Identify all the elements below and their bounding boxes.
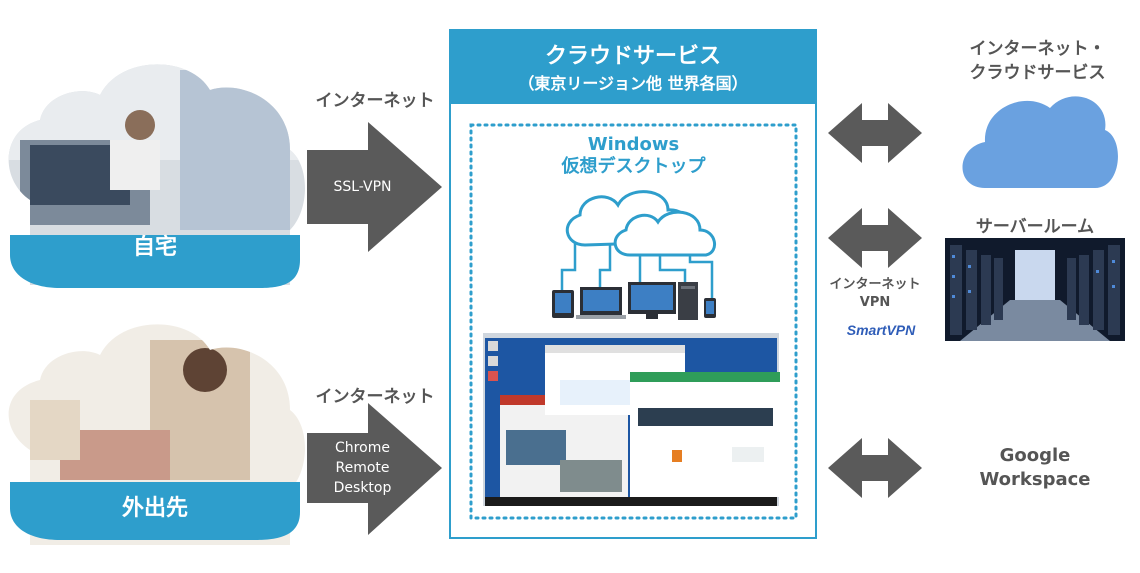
method-line-1: Chrome [335,440,390,456]
home-cloud-band [10,235,300,289]
server-room-photo [945,238,1125,341]
ssl-vpn-label: SSL-VPN [333,179,392,195]
vpn-link-label: インターネット VPN [815,276,935,312]
vdi-title-line2: 仮想デスクトップ [561,156,706,177]
internet-cloud-label: インターネット・ クラウドサービス [940,37,1135,85]
internet-double-arrow [828,103,922,163]
desktop-screenshot [483,333,780,506]
vdi-dotted-frame [469,123,798,520]
vpn-double-arrow [828,208,922,268]
vdi-network-illustration [552,190,716,320]
chrome-remote-arrow [307,403,442,535]
google-workspace-label: Google Workspace [945,444,1125,492]
outside-cloud-band [10,482,300,540]
google-line2: Workspace [979,469,1091,490]
smartvpn-logo: SmartVPN [846,322,916,338]
cloud-icon [962,96,1118,188]
outside-label: 外出先 [121,496,188,521]
vdi-title-line1: Windows [587,134,680,155]
home-label: 自宅 [132,235,177,260]
chrome-remote-desktop-label: Chrome Remote Desktop [310,438,415,498]
internet-cloud-line2: クラウドサービス [969,63,1106,83]
cloud-service-title: クラウドサービス [544,44,721,69]
google-line1: Google [999,445,1071,466]
cloud-service-subtitle: （東京リージョン他 世界各国） [518,74,748,93]
method-line-3: Desktop [333,480,392,496]
ssl-vpn-arrow [307,122,442,252]
internet-cloud-line1: インターネット・ [969,39,1106,59]
vpn-link-line1: インターネット [829,277,921,292]
vpn-link-line2: VPN [859,295,891,310]
server-room-label: サーバールーム [975,217,1095,237]
method-line-2: Remote [335,460,390,476]
outside-connection-label: インターネット [315,387,435,407]
google-double-arrow [828,438,922,498]
vdi-title: Windows 仮想デスクトップ [471,134,796,178]
cloud-service-header [450,30,816,104]
home-connection-label: インターネット [315,91,435,111]
